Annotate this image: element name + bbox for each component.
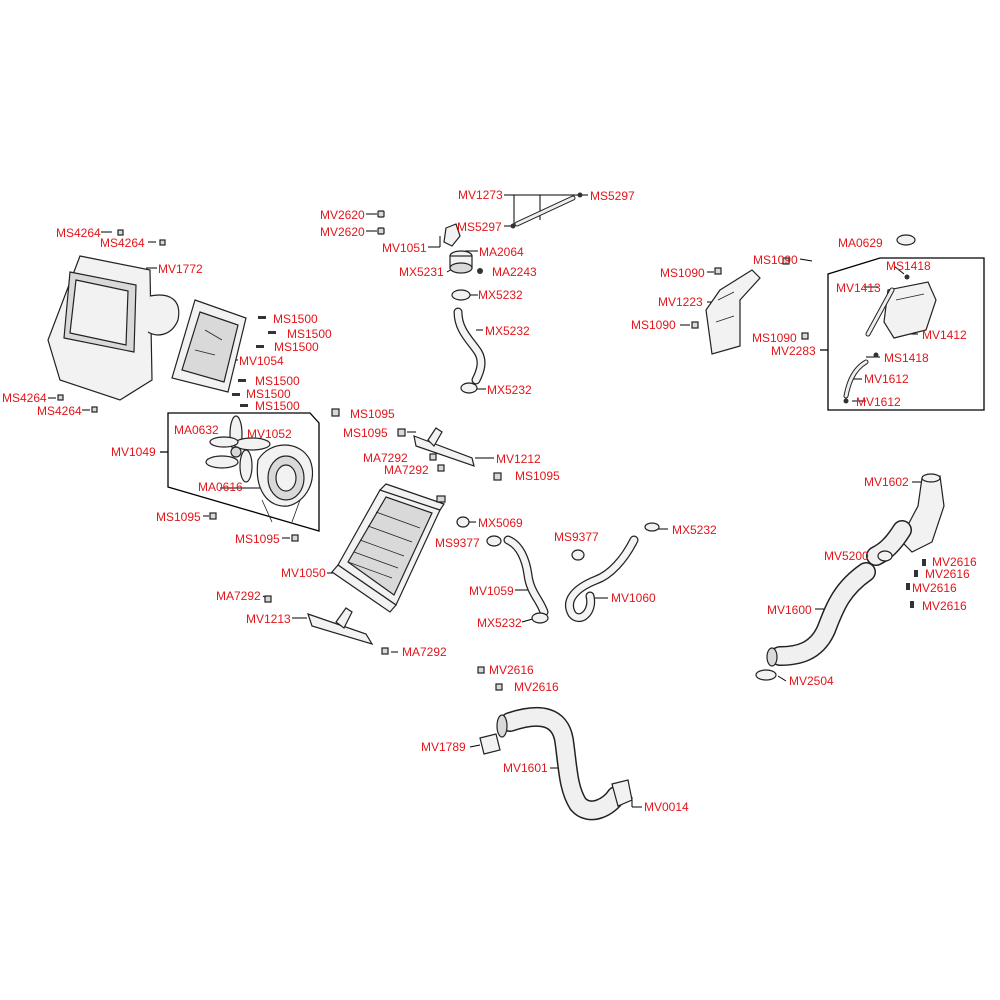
- label-mv2504: MV2504: [789, 674, 834, 688]
- label-mv1223: MV1223: [658, 295, 703, 309]
- label-ms4264-a: MS4264: [56, 226, 101, 240]
- label-ma7292-d: MA7292: [402, 645, 447, 659]
- label-ms1095-left: MS1095: [156, 510, 201, 524]
- label-ms5297-right: MS5297: [590, 189, 635, 203]
- label-ms1500-d: MS1500: [255, 374, 300, 388]
- label-mv1051: MV1051: [382, 241, 427, 255]
- label-ma7292-b: MA7292: [384, 463, 429, 477]
- label-mv1412: MV1412: [922, 328, 967, 342]
- label-mv2616-r2: MV2616: [925, 567, 970, 581]
- label-ms1500-f: MS1500: [255, 399, 300, 413]
- label-ma0632: MA0632: [174, 423, 219, 437]
- label-mx5232-hose: MX5232: [485, 324, 530, 338]
- label-ms1090-b: MS1090: [753, 253, 798, 267]
- label-ms5297-left: MS5297: [457, 220, 502, 234]
- label-ma7292-a: MA7292: [363, 451, 408, 465]
- label-mv1049: MV1049: [111, 445, 156, 459]
- label-mv2616-b1: MV2616: [489, 663, 534, 677]
- label-mv1612-top: MV1612: [864, 372, 909, 386]
- label-mx5232-lower: MX5232: [487, 383, 532, 397]
- label-mx5232-bottom: MX5232: [477, 616, 522, 630]
- label-ms1095-mid: MS1095: [343, 426, 388, 440]
- radiator: [331, 483, 446, 613]
- label-mv1054: MV1054: [239, 354, 284, 368]
- reservoir-bracket: [691, 257, 809, 355]
- label-mv5200: MV5200: [824, 549, 869, 563]
- label-ms1418-top: MS1418: [886, 259, 931, 273]
- label-ms1095-top: MS1095: [350, 407, 395, 421]
- rod-assembly: [510, 192, 583, 229]
- bottom-main-hose: [477, 666, 633, 821]
- air-box: [47, 229, 180, 413]
- label-mv1213: MV1213: [246, 612, 291, 626]
- label-mv2616-r1: MV2616: [932, 555, 977, 569]
- label-mv1052: MV1052: [247, 427, 292, 441]
- label-mv2616-r3: MV2616: [912, 581, 957, 595]
- reservoir: [843, 234, 937, 404]
- label-mx5232-right: MX5232: [672, 523, 717, 537]
- label-ma2064: MA2064: [479, 245, 524, 259]
- label-mv1059: MV1059: [469, 584, 514, 598]
- label-mv1050: MV1050: [281, 566, 326, 580]
- right-main-hose: [755, 473, 945, 681]
- label-ms9377-right: MS9377: [554, 530, 599, 544]
- label-mv1060: MV1060: [611, 591, 656, 605]
- label-ms1095-shroud: MS1095: [235, 532, 280, 546]
- label-mv1273: MV1273: [458, 188, 503, 202]
- lower-bracket: [264, 595, 389, 655]
- label-mx5069: MX5069: [478, 516, 523, 530]
- label-mx5232-top: MX5232: [478, 288, 523, 302]
- label-mv1789: MV1789: [421, 740, 466, 754]
- thermostat-group: [377, 210, 486, 394]
- label-mv2616-r4: MV2616: [922, 599, 967, 613]
- label-ms1500-a: MS1500: [273, 312, 318, 326]
- label-ma0629: MA0629: [838, 236, 883, 250]
- label-mv0014: MV0014: [644, 800, 689, 814]
- upper-bracket: [331, 408, 502, 481]
- label-mv1772: MV1772: [158, 262, 203, 276]
- label-ma7292-c: MA7292: [216, 589, 261, 603]
- part-labels: MV1273 MS5297 MS5297 MV2620 MV2620 MV105…: [2, 188, 977, 814]
- label-mv1600: MV1600: [767, 603, 812, 617]
- label-ms1500-b: MS1500: [287, 327, 332, 341]
- label-mv1612-bottom: MV1612: [856, 395, 901, 409]
- label-mv1212: MV1212: [496, 452, 541, 466]
- filter-frame: [171, 299, 276, 407]
- label-ms1418-bottom: MS1418: [884, 351, 929, 365]
- label-ms1090-d: MS1090: [752, 331, 797, 345]
- label-ms1090-a: MS1090: [660, 266, 705, 280]
- label-ms1500-c: MS1500: [274, 340, 319, 354]
- label-mv2620-top: MV2620: [320, 208, 365, 222]
- label-ms1090-c: MS1090: [631, 318, 676, 332]
- label-mv1602: MV1602: [864, 475, 909, 489]
- label-mx5231: MX5231: [399, 265, 444, 279]
- label-ms4264-c: MS4264: [2, 391, 47, 405]
- label-ms4264-b: MS4264: [100, 236, 145, 250]
- coolant-hoses: [456, 516, 660, 624]
- fan-assembly: [205, 415, 314, 542]
- label-ms4264-d: MS4264: [37, 404, 82, 418]
- label-ms1095-right: MS1095: [515, 469, 560, 483]
- label-mv1413: MV1413: [836, 281, 881, 295]
- label-ma0616: MA0616: [198, 480, 243, 494]
- label-ms9377-left: MS9377: [435, 536, 480, 550]
- label-mv2620-bottom: MV2620: [320, 225, 365, 239]
- label-mv2283: MV2283: [771, 344, 816, 358]
- label-mv1601: MV1601: [503, 761, 548, 775]
- label-ms1500-e: MS1500: [246, 387, 291, 401]
- label-mv2616-b2: MV2616: [514, 680, 559, 694]
- label-ma2243: MA2243: [492, 265, 537, 279]
